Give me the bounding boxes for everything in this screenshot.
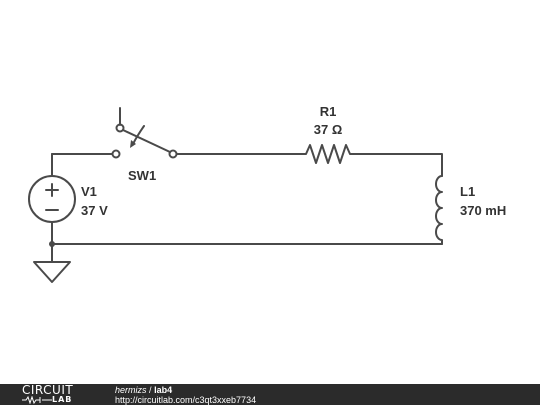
source-value-label: 37 V — [81, 203, 108, 218]
footer-bar: CIRCUIT LAB hermizs / lab4 http://circui… — [0, 384, 540, 405]
inductor-l1 — [435, 175, 443, 245]
wire-top-right — [353, 153, 443, 177]
ground-symbol — [33, 261, 71, 283]
resistor-ref-label: R1 — [320, 104, 337, 119]
circuitlab-logo[interactable]: CIRCUIT LAB — [22, 384, 108, 405]
inductor-ref-label: L1 — [460, 184, 475, 199]
junction-dot — [49, 241, 55, 247]
voltage-source-v1[interactable] — [28, 175, 76, 223]
inductor-value-label: 370 mH — [460, 203, 506, 218]
logo-text-lab: LAB — [52, 395, 73, 404]
switch-arrow-head — [130, 140, 136, 148]
path-separator: / — [149, 385, 152, 395]
author-line: hermizs / lab4 — [115, 385, 256, 395]
source-body — [28, 175, 76, 223]
logo-text-circuit: CIRCUIT — [22, 383, 74, 397]
resistor-value-label: 37 Ω — [314, 122, 343, 137]
plus-sign — [45, 183, 59, 197]
switch-blade — [122, 129, 171, 153]
author-name[interactable]: hermizs — [115, 385, 147, 395]
source-ref-label: V1 — [81, 184, 97, 199]
switch-sw1[interactable] — [111, 107, 178, 159]
logo-waveform-icon — [22, 396, 52, 404]
switch-terminal-left — [111, 149, 121, 159]
circuit-meta: hermizs / lab4 http://circuitlab.com/c3q… — [115, 385, 256, 405]
resistor-r1 — [301, 144, 355, 164]
circuit-url[interactable]: http://circuitlab.com/c3qt3xxeb7734 — [115, 395, 257, 405]
switch-label: SW1 — [128, 168, 156, 183]
circuit-schematic: SW1 R1 37 Ω V1 37 V L1 370 mH — [28, 104, 506, 283]
project-name[interactable]: lab4 — [154, 385, 173, 395]
